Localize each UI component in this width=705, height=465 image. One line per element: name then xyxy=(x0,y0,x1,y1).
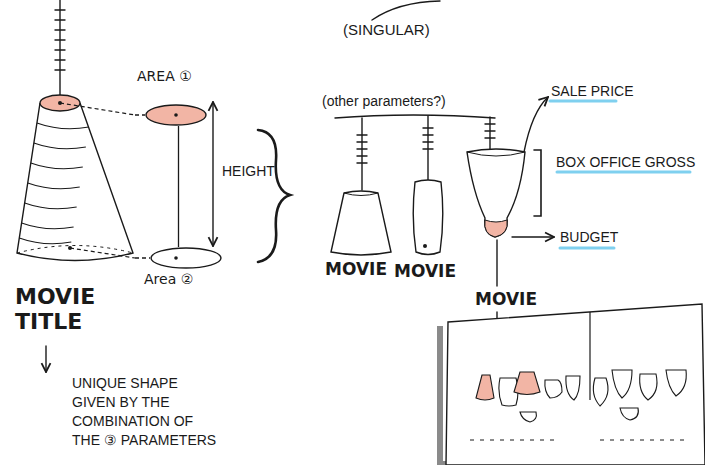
movie-glyph: MOVIE xyxy=(410,178,446,256)
connector xyxy=(178,126,179,247)
parameter-stem xyxy=(489,117,490,150)
node-outline xyxy=(150,247,222,269)
parameter-stem xyxy=(427,116,428,180)
node-label: AREA ① xyxy=(137,68,227,84)
pointer-arrow xyxy=(524,97,548,152)
annotation-label: BOX OFFICE GROSS xyxy=(556,153,704,172)
node-outline xyxy=(15,88,135,266)
node-label: MOVIE xyxy=(325,260,405,280)
stem-ticks xyxy=(357,135,367,163)
movie-glyph: MOVIE xyxy=(465,148,527,240)
node-outline xyxy=(410,178,446,256)
node-outline xyxy=(327,188,395,256)
pointer-arrow xyxy=(512,236,554,237)
brace xyxy=(258,130,290,262)
parameter-stem xyxy=(361,118,362,190)
connector xyxy=(135,114,145,115)
highlight-underline xyxy=(557,171,690,174)
leader-line xyxy=(496,240,497,286)
node-label: MOVIE TITLE xyxy=(15,284,125,335)
node-label: MOVIE xyxy=(475,290,555,310)
pointer-arrow xyxy=(45,346,46,372)
note-text: UNIQUE SHAPE GIVEN BY THE COMBINATION OF… xyxy=(72,374,222,450)
connector xyxy=(135,257,150,258)
node-outline xyxy=(465,148,527,240)
node-outline xyxy=(145,104,207,126)
node-label: MOVIE xyxy=(394,262,474,282)
book-illustration xyxy=(440,304,705,465)
movie-glyph: MOVIE xyxy=(327,188,395,256)
movie-cone: MOVIE TITLE xyxy=(15,88,135,266)
height-arrow xyxy=(212,102,213,246)
stem-ticks xyxy=(55,10,65,70)
pointer-curve xyxy=(372,1,440,20)
parameter-line xyxy=(335,115,495,118)
annotation-label: (SINGULAR) xyxy=(343,20,443,40)
highlight-underline xyxy=(560,247,614,250)
node-label: Area ② xyxy=(144,271,234,287)
bracket xyxy=(534,150,541,216)
stem-ticks xyxy=(485,124,495,138)
area-ellipse: Area ② xyxy=(150,247,222,269)
annotation-label: SALE PRICE xyxy=(551,82,671,101)
area-ellipse: AREA ① xyxy=(145,104,207,126)
annotation-label: HEIGHT xyxy=(222,162,292,181)
stem-ticks xyxy=(423,128,433,149)
parameter-stem xyxy=(59,0,60,96)
highlight-underline xyxy=(550,100,616,103)
annotation-label: (other parameters?) xyxy=(322,92,512,111)
annotation-label: BUDGET xyxy=(560,228,660,247)
